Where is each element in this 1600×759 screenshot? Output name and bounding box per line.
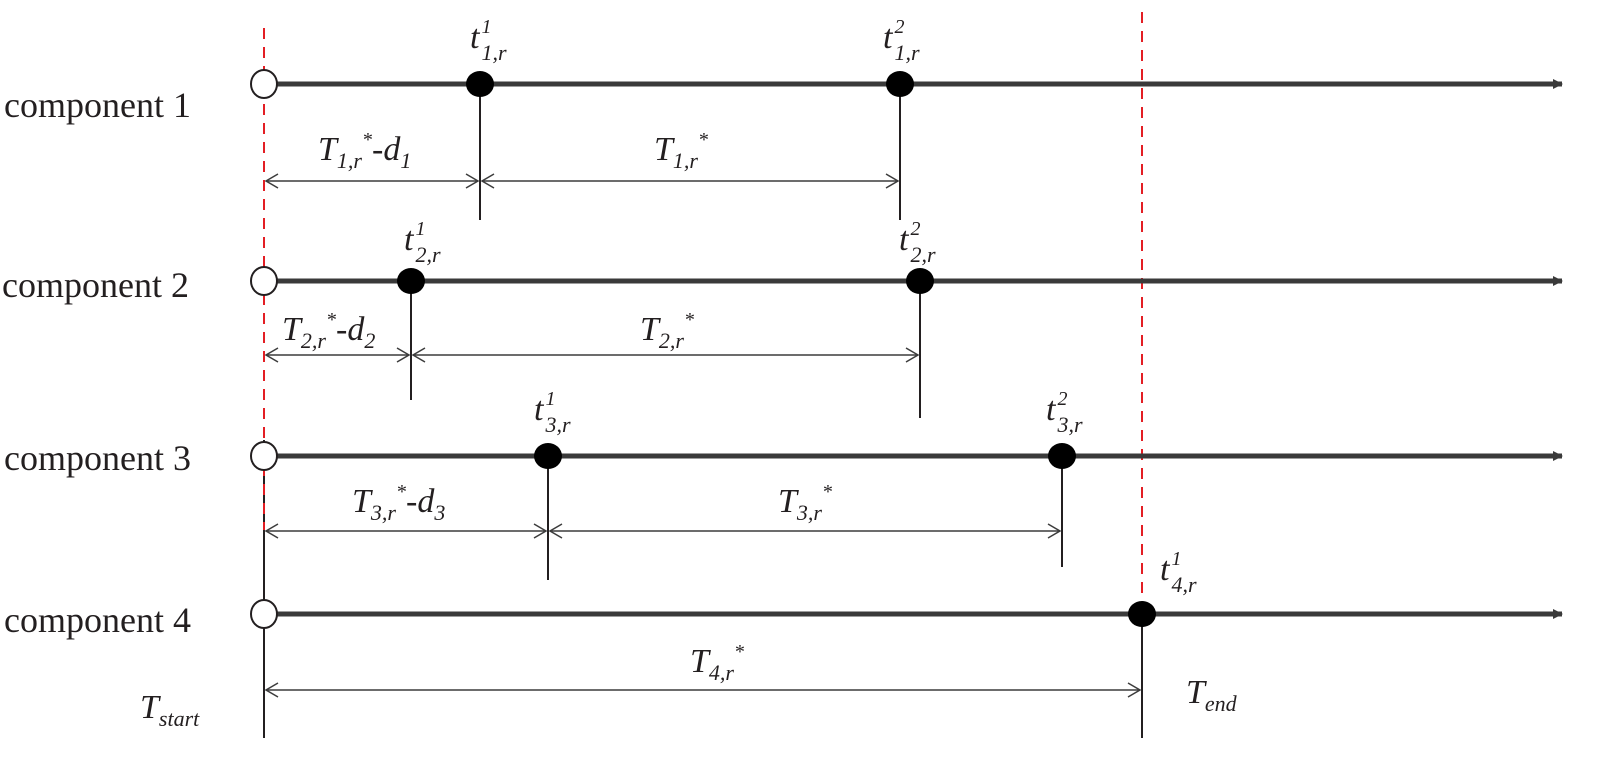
start-marker-c4 [250, 599, 278, 629]
dimension-arrowhead-left-c1-i1 [264, 173, 279, 189]
event-marker-c3-e1 [534, 443, 562, 469]
t-start-label: Tstart [140, 689, 200, 731]
dimension-arrowhead-right-c2-i1 [396, 347, 411, 363]
dimension-arrowhead-right-c4-i1 [1127, 682, 1142, 698]
dimension-arrowhead-right-c1-i1 [465, 173, 480, 189]
event-marker-c1-e1 [466, 71, 494, 97]
dimension-arrowhead-right-c3-i1 [533, 523, 548, 539]
dimension-arrowhead-left-c3-i1 [264, 523, 279, 539]
interval-label-c4-i1: T4,r* [690, 641, 744, 685]
interval-label-c1-i2: T1,r* [654, 129, 708, 173]
component-2-label: component 2 [2, 265, 189, 305]
interval-label-c1-i1: T1,r*-d1 [318, 129, 411, 173]
dimension-arrowhead-left-c3-i2 [548, 523, 563, 539]
dimension-arrowhead-right-c3-i2 [1047, 523, 1062, 539]
t-end-label: Tend [1186, 674, 1238, 716]
event-marker-c2-e2 [906, 268, 934, 294]
dimension-arrowhead-left-c2-i1 [264, 347, 279, 363]
event-marker-c4-e1 [1128, 601, 1156, 627]
event-marker-c3-e2 [1048, 443, 1076, 469]
interval-label-c3-i2: T3,r* [778, 481, 832, 525]
component-4-label: component 4 [4, 600, 191, 640]
start-marker-c3 [250, 441, 278, 471]
event-marker-c1-e2 [886, 71, 914, 97]
start-marker-c2 [250, 266, 278, 296]
dimension-arrowhead-right-c1-i2 [885, 173, 900, 189]
interval-label-c2-i2: T2,r* [640, 309, 694, 353]
dimension-arrowhead-left-c4-i1 [264, 682, 279, 698]
dimension-arrowhead-left-c1-i2 [480, 173, 495, 189]
interval-label-c2-i1: T2,r*-d2 [282, 309, 375, 353]
dimension-arrowhead-right-c2-i2 [905, 347, 920, 363]
interval-label-c3-i1: T3,r*-d3 [352, 481, 445, 525]
component-3-label: component 3 [4, 438, 191, 478]
component-1-label: component 1 [4, 85, 191, 125]
start-marker-c1 [250, 69, 278, 99]
dimension-arrowhead-left-c2-i2 [411, 347, 426, 363]
event-marker-c2-e1 [397, 268, 425, 294]
